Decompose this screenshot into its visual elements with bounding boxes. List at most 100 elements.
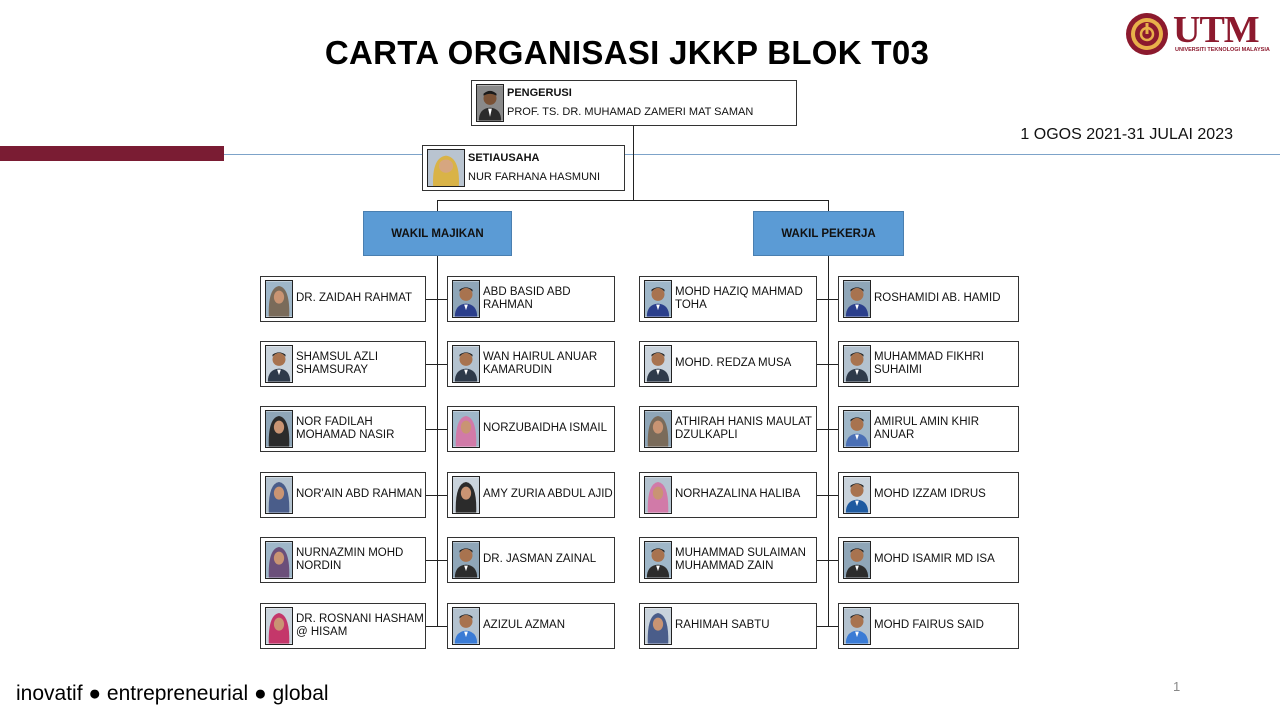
- member-connector: [828, 495, 838, 496]
- secretary-role: SETIAUSAHA: [468, 152, 540, 164]
- member-box: MOHD. REDZA MUSA: [639, 341, 817, 387]
- member-photo: [644, 607, 672, 645]
- member-connector: [817, 560, 828, 561]
- member-box: ABD BASID ABD RAHMAN: [447, 276, 615, 322]
- member-name: MUHAMMAD FIKHRI SUHAIMI: [874, 350, 984, 377]
- member-connector: [817, 364, 828, 365]
- member-photo: [843, 345, 871, 383]
- chairman-name: PROF. TS. DR. MUHAMAD ZAMERI MAT SAMAN: [507, 106, 754, 118]
- person-male-icon: [266, 346, 292, 382]
- member-name: AMY ZURIA ABDUL AJID: [483, 488, 613, 501]
- member-photo: [843, 410, 871, 448]
- member-photo: [452, 541, 480, 579]
- utm-logo: UTM UNIVERSITI TEKNOLOGI MALAYSIA: [1125, 9, 1270, 60]
- member-name: ROSHAMIDI AB. HAMID: [874, 292, 1001, 305]
- member-name: AZIZUL AZMAN: [483, 619, 565, 632]
- person-male-icon: [453, 608, 479, 644]
- member-box: MOHD ISAMIR MD ISA: [838, 537, 1019, 583]
- secretary-box: SETIAUSAHA NUR FARHANA HASMUNI: [422, 145, 625, 191]
- chairman-box: PENGERUSI PROF. TS. DR. MUHAMAD ZAMERI M…: [471, 80, 797, 126]
- member-box: NORZUBAIDHA ISMAIL: [447, 406, 615, 452]
- person-male-icon: [453, 346, 479, 382]
- member-photo: [452, 345, 480, 383]
- member-box: AZIZUL AZMAN: [447, 603, 615, 649]
- person-male-icon: [844, 477, 870, 513]
- person-female-icon: [266, 281, 292, 317]
- employer-header: WAKIL MAJIKAN: [363, 211, 512, 256]
- member-photo: [265, 607, 293, 645]
- employee-drop-line: [828, 200, 829, 211]
- person-female-icon: [266, 411, 292, 447]
- member-photo: [843, 607, 871, 645]
- person-female-icon: [266, 542, 292, 578]
- member-box: ROSHAMIDI AB. HAMID: [838, 276, 1019, 322]
- member-box: MOHD FAIRUS SAID: [838, 603, 1019, 649]
- member-connector: [828, 429, 838, 430]
- member-name: ABD BASID ABD RAHMAN: [483, 285, 571, 312]
- member-name: WAN HAIRUL ANUAR KAMARUDIN: [483, 350, 598, 377]
- chairman-photo: [476, 84, 504, 122]
- member-connector: [426, 560, 437, 561]
- member-photo: [265, 541, 293, 579]
- secretary-photo: [427, 149, 465, 187]
- employee-header: WAKIL PEKERJA: [753, 211, 904, 256]
- member-name: AMIRUL AMIN KHIR ANUAR: [874, 415, 980, 442]
- member-connector: [426, 626, 437, 627]
- member-name: NOR FADILAH MOHAMAD NASIR: [296, 415, 395, 442]
- member-connector: [828, 364, 838, 365]
- member-box: NORHAZALINA HALIBA: [639, 472, 817, 518]
- member-connector: [817, 495, 828, 496]
- member-name: RAHIMAH SABTU: [675, 619, 770, 632]
- member-name: SHAMSUL AZLI SHAMSURAY: [296, 350, 379, 377]
- member-box: DR. JASMAN ZAINAL: [447, 537, 615, 583]
- member-name: DR. ZAIDAH RAHMAT: [296, 292, 413, 305]
- member-photo: [644, 410, 672, 448]
- member-photo: [644, 345, 672, 383]
- header-rule: [224, 154, 1280, 155]
- member-photo: [843, 541, 871, 579]
- utm-seal-icon: [1126, 13, 1168, 55]
- member-name: MOHD HAZIQ MAHMAD TOHA: [675, 285, 803, 312]
- person-male-icon: [844, 411, 870, 447]
- member-name: NOR'AIN ABD RAHMAN: [296, 488, 423, 501]
- member-photo: [452, 476, 480, 514]
- member-connector: [828, 299, 838, 300]
- person-male-icon: [453, 542, 479, 578]
- person-female-icon: [453, 477, 479, 513]
- member-box: MOHD IZZAM IDRUS: [838, 472, 1019, 518]
- member-connector: [426, 495, 437, 496]
- page-title: CARTA ORGANISASI JKKP BLOK T03: [324, 34, 930, 71]
- person-female-icon: [266, 608, 292, 644]
- person-female-icon: [645, 411, 671, 447]
- member-connector: [828, 626, 838, 627]
- page-number: 1: [1173, 679, 1181, 694]
- accent-bar: [0, 146, 224, 161]
- person-male-icon: [645, 542, 671, 578]
- employer-spine: [437, 256, 438, 626]
- member-name: MOHD ISAMIR MD ISA: [874, 553, 995, 566]
- person-female-icon: [645, 608, 671, 644]
- member-box: DR. ROSNANI HASHAM @ HISAM: [260, 603, 426, 649]
- member-connector: [437, 626, 447, 627]
- member-box: SHAMSUL AZLI SHAMSURAY: [260, 341, 426, 387]
- person-male-icon: [453, 281, 479, 317]
- member-box: MUHAMMAD SULAIMAN MUHAMMAD ZAIN: [639, 537, 817, 583]
- member-photo: [644, 541, 672, 579]
- employer-drop-line: [437, 200, 438, 211]
- logo-text: UTM: [1173, 9, 1260, 51]
- member-photo: [265, 476, 293, 514]
- member-box: MUHAMMAD FIKHRI SUHAIMI: [838, 341, 1019, 387]
- member-photo: [452, 280, 480, 318]
- member-photo: [452, 410, 480, 448]
- person-male-icon: [477, 85, 503, 121]
- date-range: 1 OGOS 2021-31 JULAI 2023: [1020, 126, 1233, 143]
- member-box: NOR FADILAH MOHAMAD NASIR: [260, 406, 426, 452]
- person-female-icon: [645, 477, 671, 513]
- member-connector: [437, 560, 447, 561]
- member-connector: [426, 429, 437, 430]
- member-photo: [265, 280, 293, 318]
- person-male-icon: [645, 281, 671, 317]
- member-box: RAHIMAH SABTU: [639, 603, 817, 649]
- person-male-icon: [844, 281, 870, 317]
- member-name: NORHAZALINA HALIBA: [675, 488, 801, 501]
